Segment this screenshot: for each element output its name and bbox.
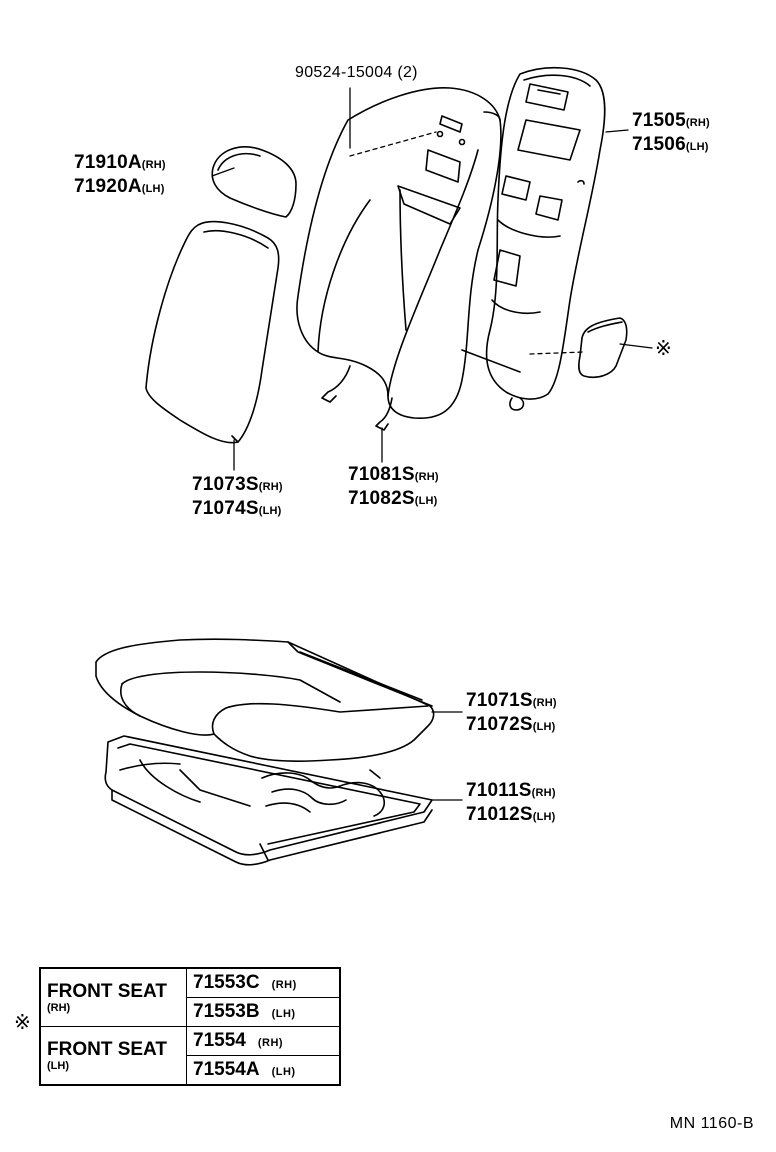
part-number: 71011S [466, 780, 532, 801]
side-suffix: (RH) [257, 1037, 284, 1049]
part-number: 71073S [192, 474, 259, 495]
side-suffix: (LH) [414, 495, 438, 507]
seatback-cover-part-label: 71073S(RH) 71074S(LH) [192, 474, 283, 522]
table-reference-mark-icon: ※ [14, 1010, 31, 1034]
seat-cushion-drawing [95, 638, 435, 762]
seatback-pad-drawing [296, 87, 502, 431]
part-number: 71072S [466, 714, 533, 735]
side-suffix: (RH) [414, 471, 439, 483]
trim-part-table: FRONT SEAT (RH) 71553C (RH) 71553B (LH) FR… [39, 967, 341, 1086]
part-number: 71506 [632, 134, 686, 155]
seatback-frame-drawing [461, 66, 606, 411]
side-suffix: (RH) [141, 159, 166, 171]
page-reference: MN 1160-B [669, 1115, 754, 1132]
seat-side: (RH) [47, 1002, 71, 1014]
seat-cell-rh: FRONT SEAT (RH) [39, 967, 187, 1027]
seatback-pad-part-label: 71081S(RH) 71082S(LH) [348, 464, 439, 512]
side-suffix: (RH) [532, 697, 557, 709]
part-number-cell: 71554 (RH) [186, 1026, 341, 1056]
side-suffix: (LH) [685, 141, 709, 153]
seatback-frame-part-label: 71505(RH) 71506(LH) [632, 110, 710, 158]
table-row: FRONT SEAT (RH) 71553C (RH) [39, 967, 341, 1027]
part-number: 71554 [193, 1030, 246, 1051]
seat-side: (LH) [47, 1060, 69, 1072]
seat-name: FRONT SEAT [47, 981, 167, 1002]
side-suffix: (LH) [141, 183, 165, 195]
part-number: 71553B [193, 1001, 260, 1022]
part-number-cell: 71553B (LH) [186, 997, 341, 1027]
leader-lines [211, 87, 653, 801]
part-number: 71505 [632, 110, 686, 131]
part-number: 71910A [74, 152, 142, 173]
seat-cushion-frame-drawing [104, 735, 433, 866]
seat-name: FRONT SEAT [47, 1039, 167, 1060]
cushion-frame-part-label: 71011S(RH) 71012S(LH) [466, 780, 556, 828]
seatback-cover-drawing [145, 220, 280, 444]
part-number: 71074S [192, 498, 259, 519]
table-row: FRONT SEAT (LH) 71554 (RH) [39, 1026, 341, 1086]
part-number: 71082S [348, 488, 415, 509]
side-suffix: (RH) [531, 787, 556, 799]
part-number: 71554A [193, 1059, 260, 1080]
part-number-cell: 71554A (LH) [186, 1055, 341, 1086]
side-suffix: (RH) [685, 117, 710, 129]
part-number: 71081S [348, 464, 415, 485]
headrest-part-label: 71910A(RH) 71920A(LH) [74, 152, 166, 200]
side-trim-drawing [578, 317, 628, 379]
part-number: 71012S [466, 804, 533, 825]
seat-cushion-part-label: 71071S(RH) 71072S(LH) [466, 690, 557, 738]
screw-part-label: 90524-15004 (2) [295, 64, 418, 81]
seat-cell-lh: FRONT SEAT (LH) [39, 1026, 187, 1086]
part-number-cell: 71553C (RH) [186, 967, 341, 998]
headrest-drawing [211, 146, 297, 218]
side-suffix: (RH) [271, 979, 297, 991]
side-suffix: (LH) [532, 721, 556, 733]
part-number: 71553C [193, 972, 260, 993]
side-suffix: (LH) [271, 1008, 296, 1020]
part-number: 71071S [466, 690, 533, 711]
side-suffix: (LH) [271, 1066, 296, 1078]
table-row: 71554A (LH) [40, 1055, 341, 1086]
side-suffix: (RH) [258, 481, 283, 493]
side-suffix: (LH) [532, 811, 556, 823]
reference-mark-icon: ※ [655, 336, 672, 360]
part-number: 71920A [74, 176, 142, 197]
side-suffix: (LH) [258, 505, 282, 517]
